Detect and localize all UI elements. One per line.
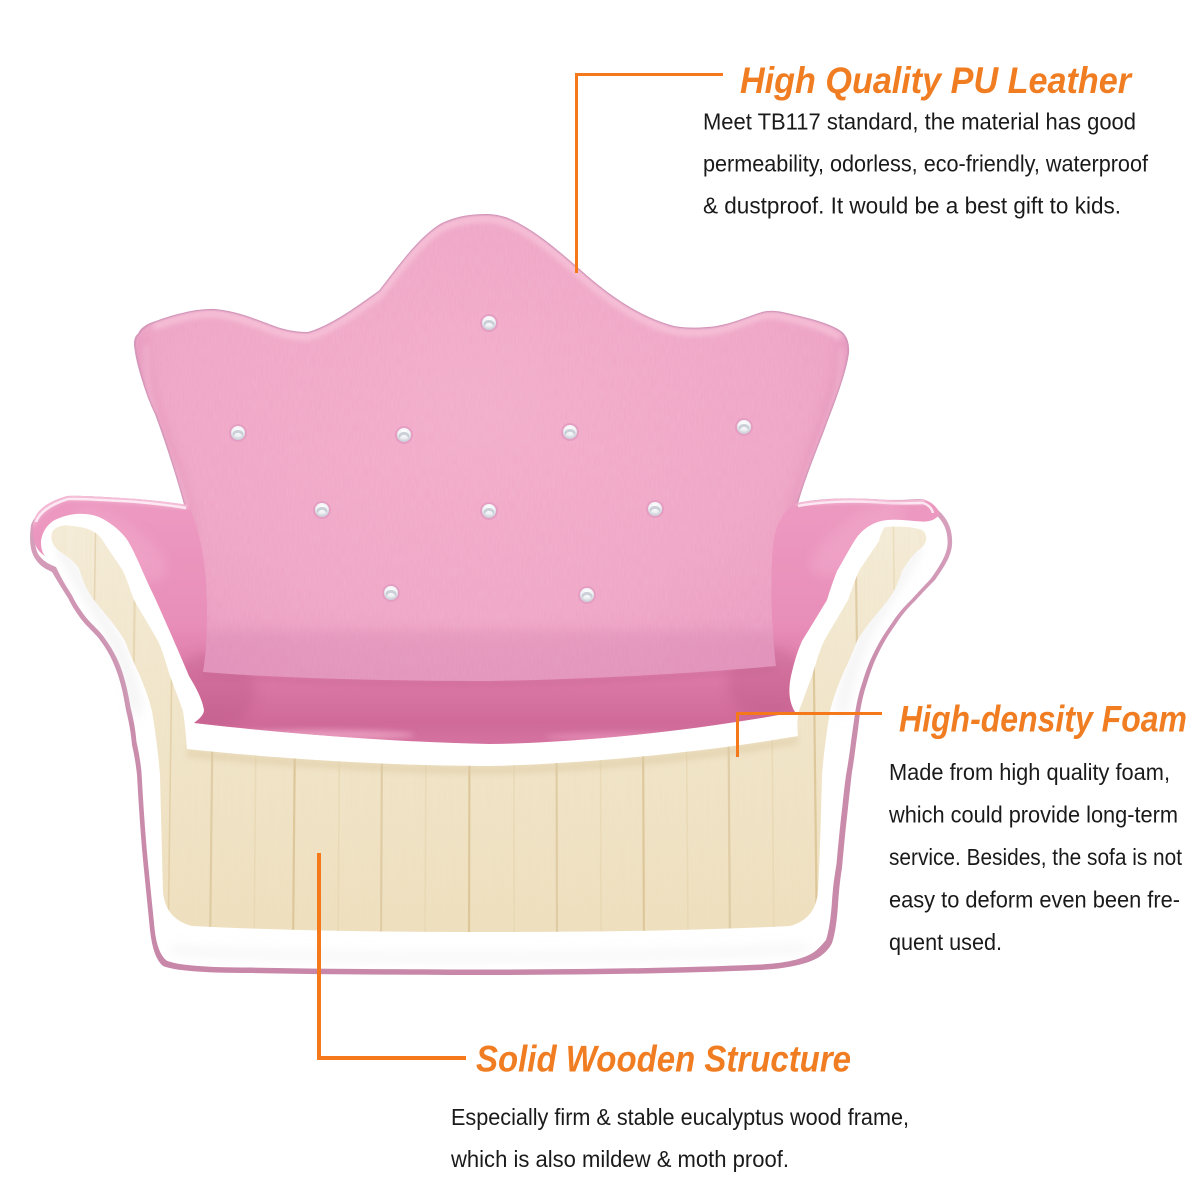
svg-text:Meet TB117 standard, the mater: Meet TB117 standard, the material has go… [703,109,1136,135]
svg-text:which is also mildew & moth pr: which is also mildew & moth proof. [450,1146,789,1172]
svg-text:High Quality PU Leather: High Quality PU Leather [740,59,1133,101]
svg-text:easy to deform even been fre-: easy to deform even been fre- [889,887,1180,913]
svg-text:which could provide long-term: which could provide long-term [888,802,1178,828]
svg-text:Made from high quality foam,: Made from high quality foam, [889,759,1170,785]
svg-text:High-density Foam: High-density Foam [899,697,1187,739]
svg-text:service. Besides, the sofa is: service. Besides, the sofa is not [889,844,1183,870]
svg-text:permeability, odorless, eco-fr: permeability, odorless, eco-friendly, wa… [703,151,1149,177]
svg-text:& dustproof. It would be a bes: & dustproof. It would be a best gift to … [703,193,1121,219]
svg-text:Solid Wooden Structure: Solid Wooden Structure [476,1038,851,1080]
svg-text:quent used.: quent used. [889,929,1002,955]
svg-text:Especially firm & stable eucal: Especially firm & stable eucalyptus wood… [451,1104,909,1130]
